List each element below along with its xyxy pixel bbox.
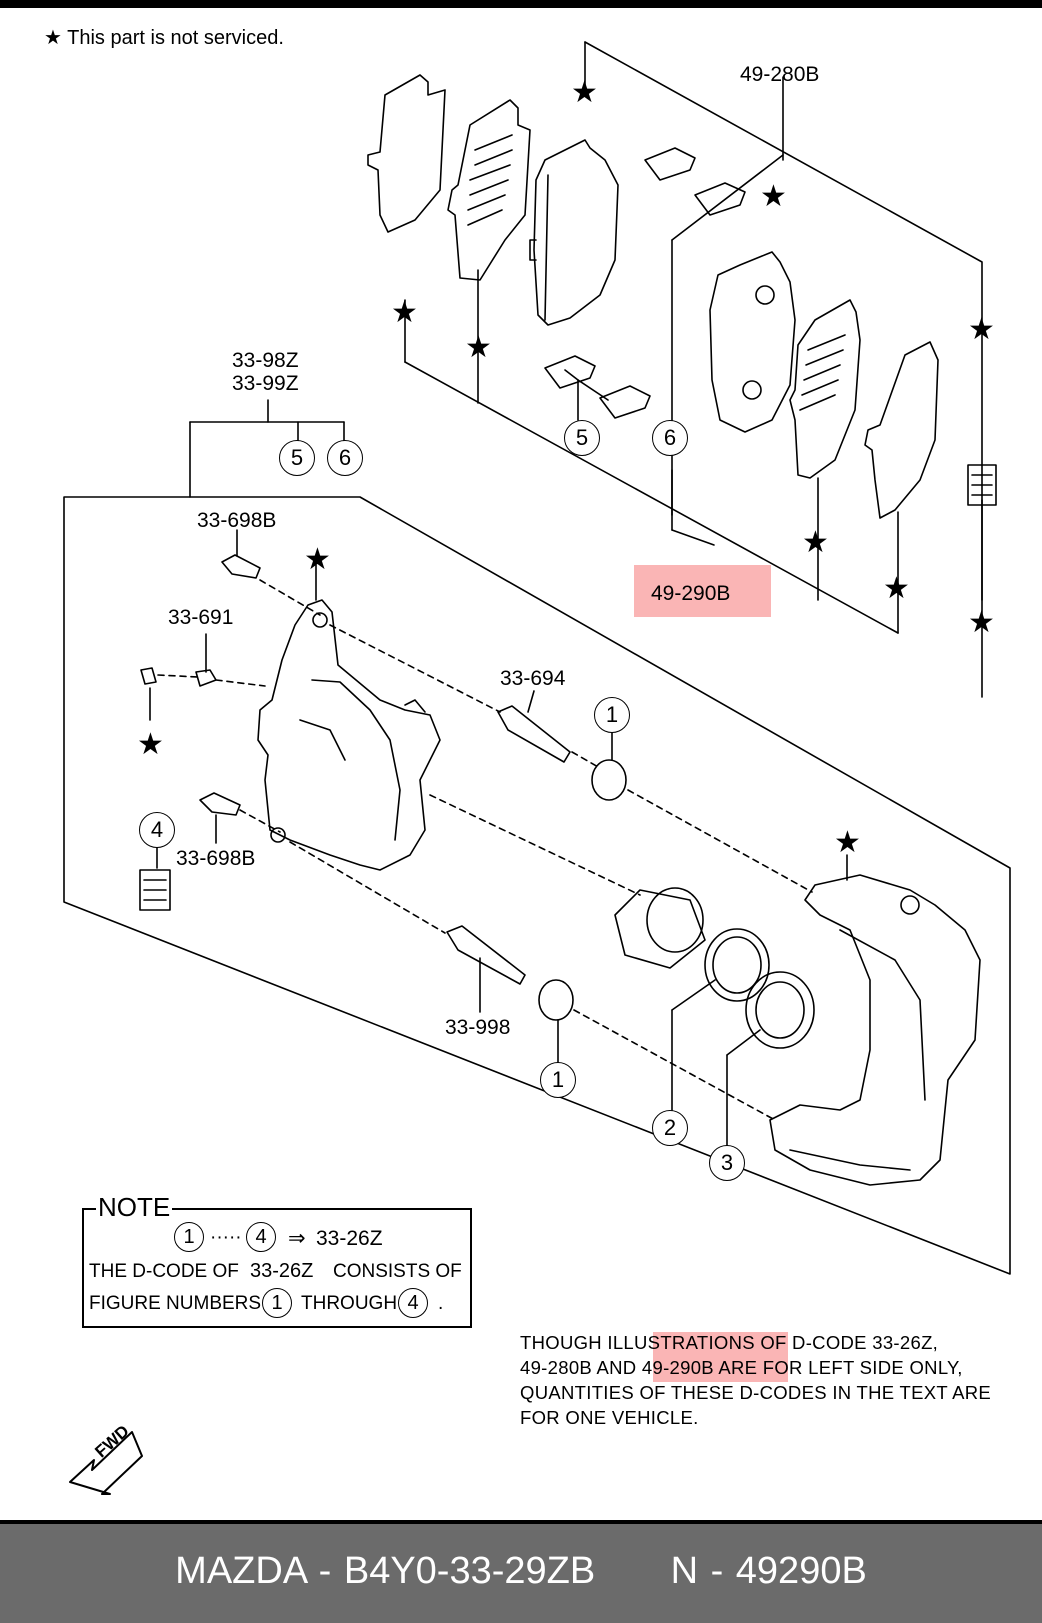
note-code: 33-26Z [316,1227,383,1250]
legend-star-icon: ★ [44,27,62,49]
star-icon: ★ [802,525,829,560]
star-icon: ★ [137,727,164,762]
disclaimer: THOUGH ILLUSTRATIONS OF D-CODE 33-26Z, 4… [520,1330,1020,1430]
disclaimer-line3: QUANTITIES OF THESE D-CODES IN THE TEXT … [520,1382,992,1403]
star-icon: ★ [968,605,995,640]
note-line2-end: . [438,1293,444,1314]
note-line2-num2: 4 [398,1288,428,1318]
callout-1-top: 1 [594,697,630,733]
disclaimer-line1: THOUGH ILLUSTRATIONS OF D-CODE 33-26Z, [520,1332,939,1353]
footer-bar [0,1520,1042,1623]
label-49-280B: 49-280B [740,63,820,86]
note-range-start: 1 [174,1222,204,1252]
disclaimer-line4: FOR ONE VEHICLE. [520,1407,699,1428]
note-line1-code: 33-26Z [250,1260,314,1282]
disclaimer-line2-code: 49-290B [641,1357,714,1378]
disclaimer-line2-b: ARE FOR LEFT SIDE ONLY, [718,1357,963,1378]
right-inner-shim-drawing [789,299,861,479]
note-range-end: 4 [246,1222,276,1252]
note-line2-mid: THROUGH [301,1293,398,1314]
callout-5-bracket: 5 [279,440,315,476]
grease-packet-drawing [139,464,997,911]
note-line1-b: CONSISTS OF [333,1261,462,1282]
outer-shim-drawing [367,74,446,233]
disclaimer-line2-a: 49-280B AND [520,1357,637,1378]
star-icon: ★ [883,571,910,606]
label-49-290B: 49-290B [651,582,731,605]
label-33-99Z: 33-99Z [232,372,299,395]
callout-6: 6 [652,420,688,456]
label-33-694: 33-694 [500,667,566,690]
clips-drawing [544,147,746,419]
fwd-arrow-drawing [69,1431,143,1495]
callout-2: 2 [652,1110,688,1146]
star-icon: ★ [760,179,787,214]
highlight-disclaimer-49-290B [653,1332,788,1382]
star-icon: ★ [968,312,995,347]
note-box [82,1208,472,1328]
note-line2-a: FIGURE NUMBERS [89,1293,262,1314]
callout-5: 5 [564,420,600,456]
leader-lines [149,369,848,1146]
callout-4: 4 [139,812,175,848]
star-icon: ★ [571,75,598,110]
disclaimer-line2: 49-280B AND 49-290B ARE FOR LEFT SIDE ON… [520,1355,1020,1380]
callout-1-bottom: 1 [540,1062,576,1098]
label-33-698B-bottom: 33-698B [176,847,256,870]
right-outer-shim-drawing [864,341,939,519]
footer-number: N - 49290B [670,1550,867,1592]
top-border [0,0,1042,8]
pad-kit-frame [404,41,983,698]
note-range-dots: ····· [210,1227,242,1248]
note-title: NOTE [96,1192,173,1222]
legend: ★ This part is not serviced. [44,28,284,48]
note-line1-a: THE D-CODE OF [89,1261,239,1282]
highlight-49-290B [634,565,771,617]
star-icon: ★ [391,295,418,330]
footer-text: MAZDA - B4Y0-33-29ZB N - 49290B [0,1552,1042,1590]
dashed-lines [157,579,813,1121]
label-33-998: 33-998 [445,1016,511,1039]
inner-shim-drawing [447,99,531,281]
piston-drawing [614,887,815,1049]
pad-left-drawing [529,139,619,326]
caliper-body-drawing [257,599,441,871]
label-33-691: 33-691 [168,606,234,629]
note-arrow: ⇒ [288,1227,306,1250]
note-line2-num1: 1 [262,1288,292,1318]
star-icon: ★ [465,330,492,365]
legend-text: This part is not serviced. [67,27,284,49]
caliper-frame [63,399,1011,1275]
footer-brand: MAZDA - B4Y0-33-29ZB [175,1550,596,1592]
pad-right-drawing [709,251,796,433]
star-icon: ★ [304,542,331,577]
callout-6-bracket: 6 [327,440,363,476]
boots-drawing [538,759,627,1021]
star-icon: ★ [834,825,861,860]
caliper-bracket-drawing [769,874,981,1186]
label-33-98Z: 33-98Z [232,349,299,372]
label-33-698B-top: 33-698B [197,509,277,532]
callout-3: 3 [709,1145,745,1181]
